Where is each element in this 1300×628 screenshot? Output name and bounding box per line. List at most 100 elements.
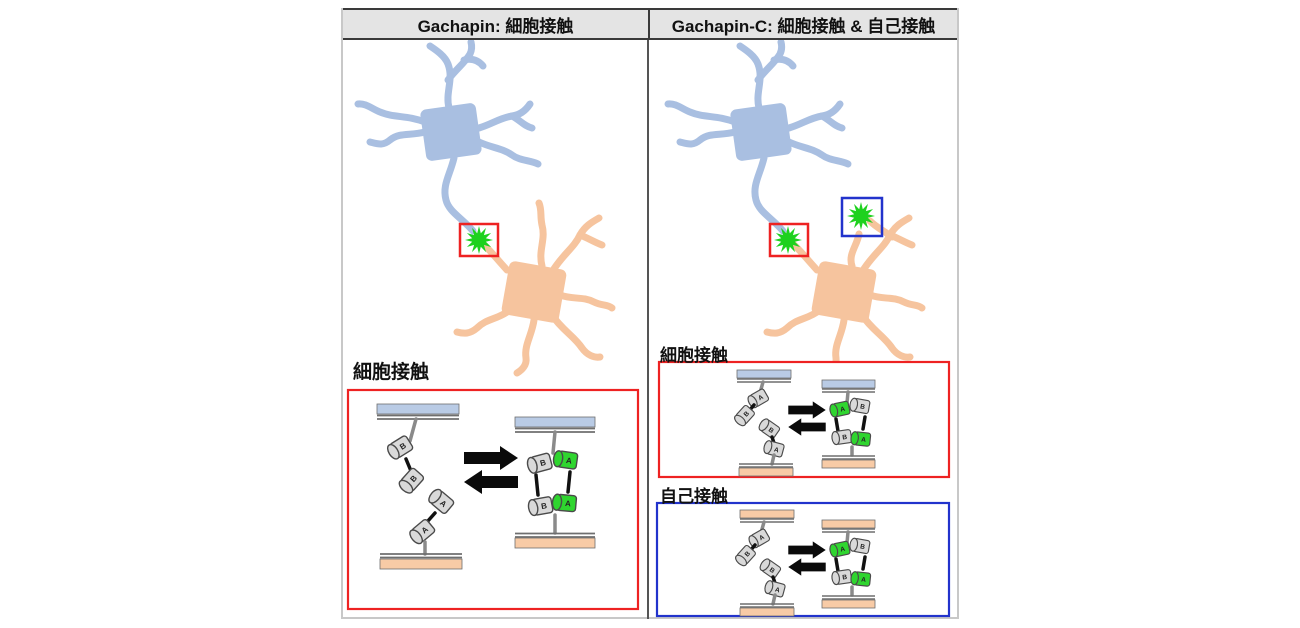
unbound-state: A B B A (734, 369, 794, 477)
bound-state: B A B A (514, 416, 596, 549)
protein-domain-b: B (831, 569, 853, 586)
svg-text:B: B (842, 574, 848, 582)
linker (861, 415, 867, 431)
protein-domain-b: B (831, 429, 853, 446)
arrow-right-icon (464, 446, 518, 470)
protein-domain-a: A (409, 518, 436, 545)
stalk (408, 417, 418, 443)
linker (834, 417, 840, 433)
panel-header-gachapin: Gachapin: 細胞接触 (417, 16, 574, 36)
svg-text:A: A (565, 499, 572, 508)
membrane-orange-cell (821, 519, 876, 529)
dendrite (736, 42, 764, 112)
dendrite (548, 311, 604, 361)
membrane-blue-cell (736, 369, 792, 379)
protein-domain-b: B (849, 537, 871, 555)
svg-text:B: B (540, 501, 547, 511)
svg-text:A: A (840, 406, 846, 414)
dendrite (866, 291, 926, 312)
membrane-orange-cell (379, 558, 463, 570)
bound-state: A B B A (821, 519, 876, 609)
membrane-blue-cell (821, 379, 876, 389)
protein-domain-a-fluorescent: A (829, 540, 851, 558)
svg-text:A: A (757, 394, 765, 403)
svg-text:A: A (861, 576, 867, 583)
protein-domain-a-fluorescent: A (552, 450, 579, 470)
arrow-right-icon (788, 541, 826, 559)
dendrite (858, 311, 914, 361)
soma (811, 261, 877, 323)
svg-text:A: A (565, 456, 572, 466)
dendrite (426, 42, 454, 112)
dendrite (785, 138, 852, 168)
axon (751, 154, 787, 235)
dendrite (576, 231, 606, 249)
section-label-cell-contact-right: 細胞接触 (660, 346, 728, 365)
soma (420, 103, 482, 161)
protein-domain-b: B (398, 467, 425, 494)
dendrite (858, 214, 913, 276)
diagram-box-red (657, 360, 951, 479)
comparison-figure: Gachapin: 細胞接触 Gachapin-C: 細胞接触 & 自己接触 細… (341, 8, 959, 619)
cell-contact-diagram-left: B B A A (346, 388, 640, 611)
dendrite (676, 128, 739, 148)
dendrite (460, 55, 487, 70)
cell-contact-diagram-right: A B B A (657, 360, 951, 479)
dendrite (556, 291, 616, 312)
protein-domain-a-fluorescent: A (850, 431, 872, 447)
arrow-left-icon (464, 470, 518, 494)
axon (441, 154, 477, 235)
svg-text:A: A (840, 546, 846, 554)
svg-text:A: A (438, 498, 448, 509)
dendrite (444, 38, 476, 84)
protein-domain-b: B (759, 558, 782, 579)
protein-domain-b: B (526, 452, 553, 474)
protein-domain-b: B (734, 404, 755, 427)
dendrite (818, 112, 846, 132)
protein-domain-b: B (527, 496, 554, 517)
arrow-right-icon (788, 401, 826, 419)
soma (501, 261, 567, 323)
dendrite (548, 214, 603, 276)
membrane-orange-cell (514, 537, 596, 549)
section-label-cell-contact-left: 細胞接触 (353, 362, 430, 383)
fluorescence-burst (465, 226, 493, 254)
svg-text:B: B (842, 434, 848, 442)
linker (534, 473, 540, 497)
linker (834, 557, 840, 573)
svg-text:B: B (768, 567, 776, 576)
svg-text:B: B (860, 403, 866, 411)
diagram-svg: B B A A (346, 38, 951, 618)
svg-text:B: B (744, 550, 753, 558)
stalk (770, 453, 776, 466)
section-label-self-contact-right: 自己接触 (660, 487, 728, 506)
diagram-box-blue (655, 501, 951, 618)
fluorescence-burst (774, 226, 802, 254)
dendrite (847, 230, 863, 270)
linker (404, 457, 413, 473)
svg-text:A: A (774, 586, 781, 594)
cell-contact-marker-box (458, 222, 500, 258)
dendrite (453, 306, 514, 337)
membrane-blue-cell (376, 403, 460, 415)
membrane-orange-cell (739, 509, 795, 519)
svg-text:B: B (743, 410, 752, 418)
panel-gachapin-c: A B B A (655, 38, 951, 618)
dendrite (763, 306, 824, 337)
self-contact-diagram-right: A B B A (655, 501, 951, 618)
blue-neuron (664, 38, 852, 235)
dendrite (366, 128, 429, 148)
svg-text:A: A (861, 436, 867, 443)
membrane-orange-cell (821, 599, 876, 609)
protein-domain-b: B (849, 397, 871, 415)
arrow-left-icon (788, 558, 826, 576)
membrane-blue-cell (514, 416, 596, 428)
protein-domain-a: A (763, 440, 785, 458)
svg-text:B: B (767, 427, 775, 436)
stalk (771, 593, 777, 606)
membrane-orange-cell (738, 467, 794, 477)
dendrite (475, 138, 542, 168)
svg-text:B: B (408, 474, 419, 484)
protein-domain-a: A (764, 580, 786, 598)
